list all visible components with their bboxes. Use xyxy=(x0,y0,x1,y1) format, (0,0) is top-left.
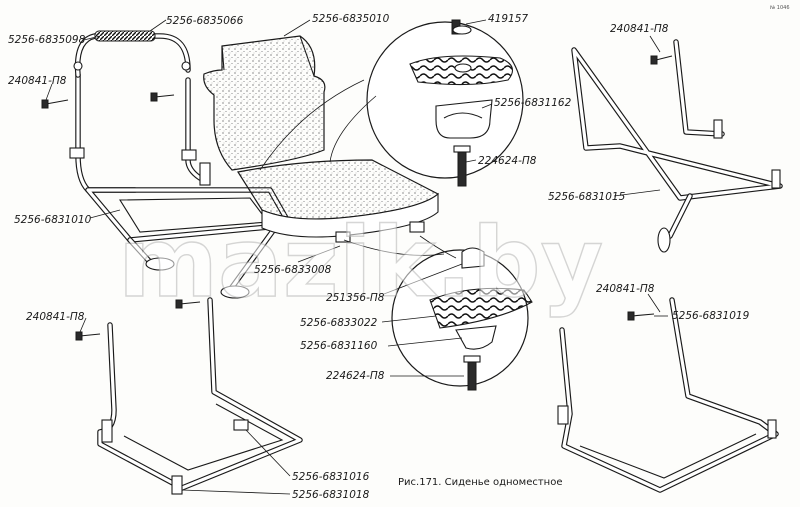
clamp-bracket xyxy=(435,99,493,139)
label-5256-6831162: 5256-6831162 xyxy=(494,97,572,109)
screw-upper-left-a xyxy=(41,99,69,109)
label-240841-bottom-left: 240841-П8 xyxy=(26,311,85,323)
lower-left-seat-frame xyxy=(97,297,303,495)
strap-lower xyxy=(455,325,497,350)
bolt-upper xyxy=(457,149,467,187)
label-5256-6831160: 5256-6831160 xyxy=(300,340,378,352)
backrest-cushion xyxy=(203,35,326,171)
label-5256-6831016: 5256-6831016 xyxy=(292,471,370,483)
screw-upper-right xyxy=(650,55,673,65)
screw-lower-left-b xyxy=(175,299,201,309)
figure-caption: Рис.171. Сиденье одноместное xyxy=(398,477,562,488)
label-5256-6831018: 5256-6831018 xyxy=(292,489,370,501)
label-5256-6835098: 5256-6835098 xyxy=(8,34,86,46)
watermark: mazik.by xyxy=(118,207,603,319)
part-labels: 5256-6835098 5256-6835066 5256-6835010 4… xyxy=(8,13,750,501)
screw-upper-left-b xyxy=(150,92,175,102)
label-419157: 419157 xyxy=(488,13,528,25)
label-240841-top-left: 240841-П8 xyxy=(8,75,67,87)
back-handle-bar xyxy=(73,30,191,78)
screw-lower-right xyxy=(627,311,655,321)
detail-circle-lower xyxy=(391,247,533,391)
corner-mark: № 1046 xyxy=(770,5,790,11)
label-251356: 251356-П8 xyxy=(326,292,385,304)
wooden-block-lower xyxy=(429,287,533,329)
detail-circle-upper xyxy=(366,19,524,187)
label-224624-upper: 224624-П8 xyxy=(478,155,537,167)
label-224624-lower: 224624-П8 xyxy=(326,370,385,382)
label-5256-6835010: 5256-6835010 xyxy=(312,13,390,25)
seat-cushion xyxy=(237,159,440,243)
label-5256-6833022: 5256-6833022 xyxy=(300,317,378,329)
lower-right-seat-frame xyxy=(557,297,779,493)
label-5256-6831019: 5256-6831019 xyxy=(672,310,750,322)
label-5256-6831015: 5256-6831015 xyxy=(548,191,626,203)
nut-lower xyxy=(461,247,485,269)
upper-right-seat-frame xyxy=(571,39,783,253)
bolt-lower xyxy=(467,359,477,391)
label-5256-6835066: 5256-6835066 xyxy=(166,15,244,27)
label-240841-top-right: 240841-П8 xyxy=(610,23,669,35)
screw-lower-left-a xyxy=(75,331,101,341)
label-5256-6831010: 5256-6831010 xyxy=(14,214,92,226)
handle-grip xyxy=(94,30,156,42)
leader-lines xyxy=(45,19,668,495)
label-5256-6833008: 5256-6833008 xyxy=(254,264,332,276)
label-240841-mid-right: 240841-П8 xyxy=(596,283,655,295)
